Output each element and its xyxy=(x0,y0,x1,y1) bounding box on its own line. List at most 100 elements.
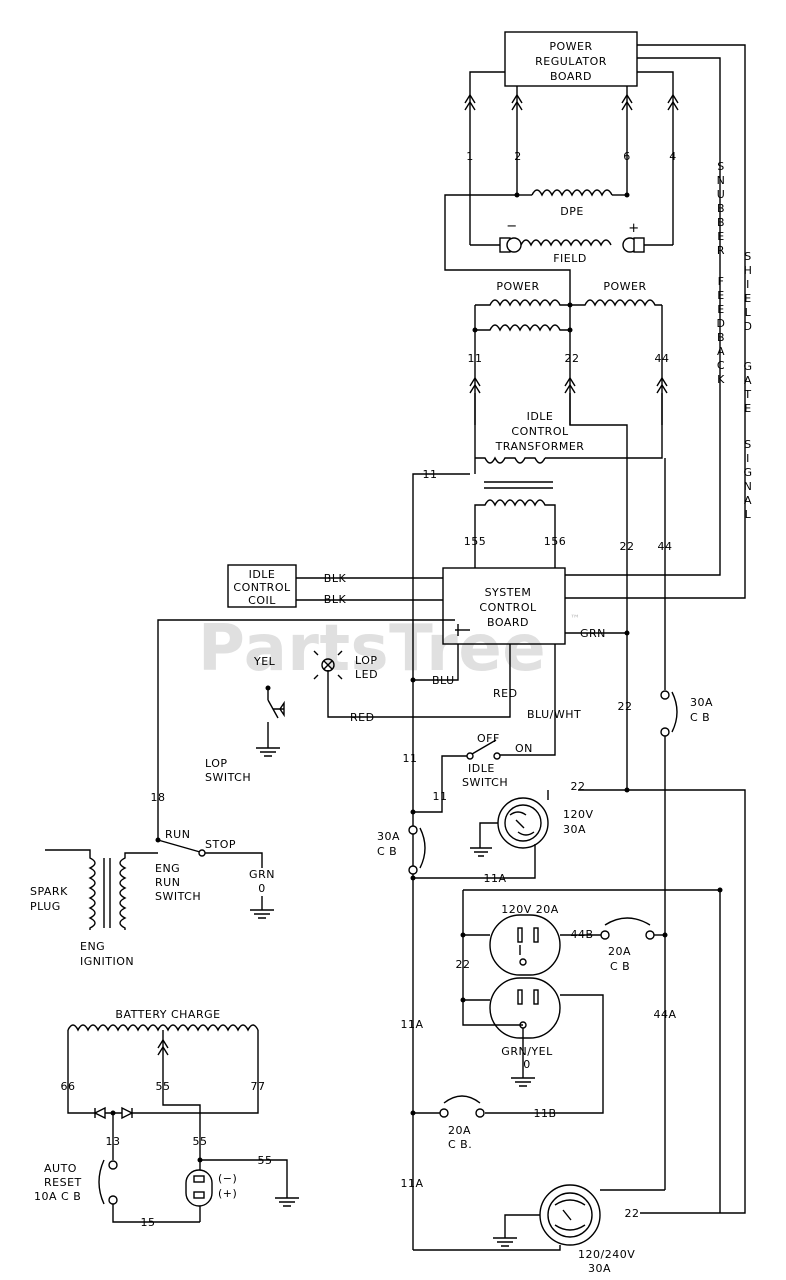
spark-plug-label-2: PLUG xyxy=(30,900,61,913)
field-coil: − + FIELD xyxy=(470,219,673,265)
blu-wire-label: BLU xyxy=(432,674,455,687)
red-wire-label-1: RED xyxy=(493,687,518,700)
battery-minus-label: (−) xyxy=(218,1172,237,1185)
lop-led-label-1: LOP xyxy=(355,654,378,667)
wire-11-top-label: 11 xyxy=(468,352,483,365)
receptacle-240-label-1: 120/240V xyxy=(578,1248,635,1261)
auto-reset-label-3: 10A C B xyxy=(34,1190,81,1203)
cb20-right-label-1: 20A xyxy=(608,945,631,958)
dpe-coil: DPE xyxy=(444,189,630,305)
trademark: ™ xyxy=(570,614,581,625)
transformer-label-1: IDLE xyxy=(527,410,554,423)
circuit-breaker-20a-left: 20A C B. xyxy=(410,1095,485,1151)
idle-control-coil-label-3: COIL xyxy=(248,594,276,607)
wire-13-label: 13 xyxy=(106,1135,121,1148)
wire-22-mid-label: 22 xyxy=(620,540,635,553)
cb20-right-label-2: C B xyxy=(610,960,630,973)
blk-wire-2-label: BLK xyxy=(324,593,347,606)
wire-77-label: 77 xyxy=(251,1080,266,1093)
receptacle-20a-label: 120V 20A xyxy=(501,903,559,916)
ground-zero-label: 0 xyxy=(523,1058,531,1071)
eng-run-switch-label-3: SWITCH xyxy=(155,890,201,903)
battery-charge-label: BATTERY CHARGE xyxy=(115,1008,220,1021)
idle-switch-label-1: IDLE xyxy=(468,762,495,775)
lop-switch-label-2: SWITCH xyxy=(205,771,251,784)
idle-control-coil: IDLE CONTROL COIL xyxy=(227,564,443,608)
transformer-label-2: CONTROL xyxy=(511,425,569,438)
idle-control-coil-label-1: IDLE xyxy=(249,568,276,581)
grn-yel-label: GRN/YEL xyxy=(501,1045,553,1058)
power-regulator-board-label-1: POWER xyxy=(549,40,592,53)
receptacle-30a-label-1: 120V xyxy=(563,808,594,821)
wire-156-label: 156 xyxy=(544,535,567,548)
idle-control-transformer: IDLE CONTROL TRANSFORMER xyxy=(412,410,585,1250)
regulator-connectors xyxy=(464,44,746,599)
idle-switch-off-label: OFF xyxy=(477,732,500,745)
eng-ignition: SPARK PLUG ENG IGNITION xyxy=(30,849,158,968)
stop-label: STOP xyxy=(205,838,236,851)
receptacle-240-label-2: 30A xyxy=(588,1262,611,1275)
cb30-left-label-2: C B xyxy=(377,845,397,858)
wire-22-recept-label: 22 xyxy=(456,958,471,971)
blu-wht-wire-label: BLU/WHT xyxy=(527,708,581,721)
eng-ignition-label-2: IGNITION xyxy=(80,955,134,968)
wire-44-top-label: 44 xyxy=(655,352,670,365)
wire-22-bottom-label: 22 xyxy=(625,1207,640,1220)
wire-11b-label: 11B xyxy=(533,1107,556,1120)
spark-plug-label-1: SPARK xyxy=(30,885,68,898)
wire-1-label: 1 xyxy=(466,150,474,163)
receptacle-120v-30a: 120V 30A xyxy=(413,790,594,879)
cb30-left-label-1: 30A xyxy=(377,830,400,843)
wire-11a-low-label: 11A xyxy=(400,1177,423,1190)
wire-18-label: 18 xyxy=(151,791,166,804)
cb20-left-label-2: C B. xyxy=(448,1138,472,1151)
wire-44b-label: 44B xyxy=(570,928,593,941)
idle-switch: OFF ON IDLE SWITCH xyxy=(441,732,533,800)
grn-wire-label: GRN xyxy=(580,627,606,640)
eng-ignition-label-1: ENG xyxy=(80,940,105,953)
power-regulator-board-label-2: REGULATOR xyxy=(535,55,607,68)
field-label: FIELD xyxy=(553,252,587,265)
board-wiring xyxy=(157,610,630,840)
lop-switch-label-1: LOP xyxy=(205,757,228,770)
lop-led: LOP LED xyxy=(313,650,378,681)
wire-155-label: 155 xyxy=(464,535,487,548)
field-plus-label: + xyxy=(628,221,639,236)
receptacle-120v-20a: 120V 20A GRN/YEL 0 xyxy=(463,903,604,1114)
wire-15-label: 15 xyxy=(141,1216,156,1229)
idle-switch-on-label: ON xyxy=(515,742,533,755)
transformer-label-3: TRANSFORMER xyxy=(495,440,585,453)
blk-wire-1-label: BLK xyxy=(324,572,347,585)
power-regulator-board: POWER REGULATOR BOARD xyxy=(504,31,638,87)
ground-zero-run-label: 0 xyxy=(258,882,266,895)
wire-11-mid-label: 11 xyxy=(403,752,418,765)
wire-4-label: 4 xyxy=(669,150,677,163)
battery-charge: BATTERY CHARGE 66 55 77 13 55 AUTO RESET… xyxy=(34,1008,299,1229)
dpe-label: DPE xyxy=(560,205,584,218)
eng-run-switch-label-1: ENG xyxy=(155,862,180,875)
wire-44a-label: 44A xyxy=(653,1008,676,1021)
auto-reset-label-2: RESET xyxy=(44,1176,82,1189)
wire-22-lower-label: 22 xyxy=(618,700,633,713)
power-label-left: POWER xyxy=(496,280,539,293)
power-label-right: POWER xyxy=(603,280,646,293)
system-control-board: SYSTEM CONTROL BOARD xyxy=(442,567,566,645)
receptacle-30a-label-2: 30A xyxy=(563,823,586,836)
wire-22-top-label: 22 xyxy=(565,352,580,365)
wire-2-label: 2 xyxy=(514,150,522,163)
lop-switch: YEL LOP SWITCH xyxy=(205,655,285,784)
power-connectors xyxy=(469,376,668,610)
system-control-board-label-1: SYSTEM xyxy=(485,586,532,599)
wire-55c-label: 55 xyxy=(258,1154,273,1167)
auto-reset-label-1: AUTO xyxy=(44,1162,77,1175)
field-minus-label: − xyxy=(506,219,517,234)
wire-11-switch-label: 11 xyxy=(433,790,448,803)
wire-11-left-label: 11 xyxy=(423,468,438,481)
yel-wire-label: YEL xyxy=(253,655,276,668)
